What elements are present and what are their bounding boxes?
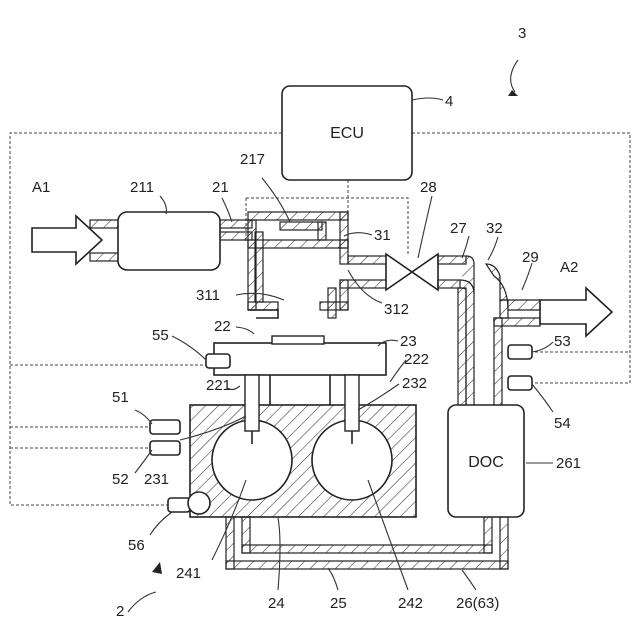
label-25: 25: [330, 595, 347, 612]
exhaust-pipe-lower: [226, 517, 508, 569]
label-221: 221: [206, 377, 231, 394]
label-241: 241: [176, 565, 201, 582]
doc-label: DOC: [468, 454, 504, 471]
egr-pipe: [438, 256, 474, 408]
label-53: 53: [554, 333, 571, 350]
doc-catalyst: DOC: [448, 405, 524, 517]
cooler-217: [248, 212, 348, 248]
label-54: 54: [554, 415, 571, 432]
engine-block: [190, 375, 416, 517]
air-filter: [118, 212, 220, 270]
label-31: 31: [374, 227, 391, 244]
label-22: 22: [214, 318, 231, 335]
label-311: 311: [196, 287, 220, 304]
intake-manifold-22: [214, 336, 386, 375]
label-23: 23: [400, 333, 417, 350]
sensors-right: [508, 345, 532, 390]
label-222: 222: [404, 351, 429, 368]
label-2: 2: [116, 603, 124, 620]
label-27: 27: [450, 220, 467, 237]
label-312: 312: [384, 301, 409, 318]
label-a2: A2: [560, 259, 578, 276]
label-56: 56: [128, 537, 145, 554]
label-55: 55: [152, 327, 169, 344]
label-32: 32: [486, 220, 503, 237]
label-231: 231: [144, 471, 169, 488]
label-3: 3: [518, 25, 526, 42]
label-232: 232: [402, 375, 427, 392]
label-217: 217: [240, 151, 265, 168]
exhaust-arrow: [540, 288, 612, 336]
label-52: 52: [112, 471, 129, 488]
label-26: 26(63): [456, 595, 499, 612]
head-23: [270, 375, 330, 405]
label-29: 29: [522, 249, 539, 266]
label-261: 261: [556, 455, 581, 472]
label-28: 28: [420, 179, 437, 196]
label-a1: A1: [32, 179, 50, 196]
ecu-unit: ECU: [282, 86, 412, 180]
label-242: 242: [398, 595, 423, 612]
sensor-55: [206, 354, 230, 368]
egr-valve: [386, 254, 438, 290]
label-211: 211: [130, 179, 154, 196]
ecu-label: ECU: [330, 125, 364, 142]
label-24: 24: [268, 595, 285, 612]
pump-56: [168, 492, 210, 514]
label-21: 21: [212, 179, 229, 196]
sensors-left: [150, 420, 180, 455]
label-4: 4: [445, 93, 453, 110]
label-51: 51: [112, 389, 129, 406]
